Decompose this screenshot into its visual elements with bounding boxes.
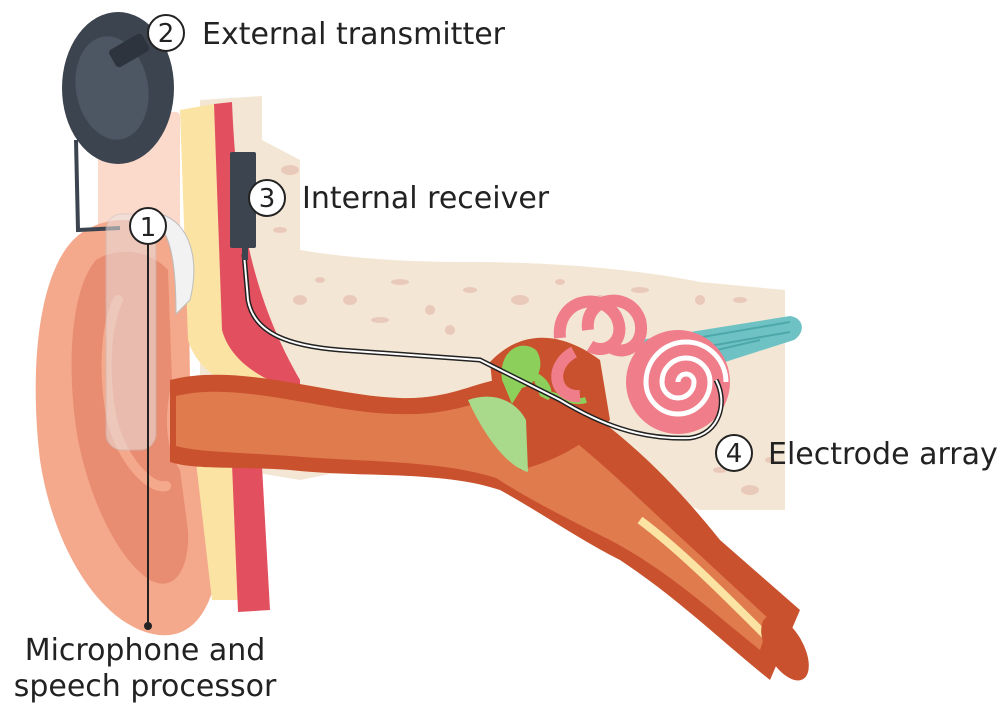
callout-number-3: 3	[259, 184, 276, 214]
bone-pore	[511, 295, 529, 305]
bone-pore	[273, 227, 287, 233]
bone-pore	[463, 287, 477, 293]
bone-pore	[733, 297, 747, 303]
label-internal-receiver: Internal receiver	[302, 181, 550, 216]
bone-pore	[631, 287, 649, 293]
leader-dot-1	[144, 622, 152, 630]
label-electrode-array: Electrode array	[768, 437, 998, 472]
callout-2: 2	[148, 15, 184, 51]
bone-pore	[555, 279, 565, 285]
label-external-transmitter: External transmitter	[202, 17, 506, 52]
bone-pore	[281, 165, 299, 175]
callout-1: 1	[130, 208, 166, 244]
internal-receiver-stem	[242, 246, 248, 260]
label-microphone-line1: Microphone and	[25, 633, 266, 668]
callout-number-4: 4	[726, 439, 743, 469]
callout-3: 3	[249, 180, 285, 216]
bone-pore	[293, 295, 307, 305]
bone-pore	[371, 317, 389, 323]
label-microphone-line2: speech processor	[14, 669, 277, 704]
callout-number-1: 1	[140, 213, 157, 243]
bone-pore	[425, 305, 435, 315]
callout-4: 4	[716, 435, 752, 471]
bone-pore	[343, 295, 357, 305]
bone-pore	[315, 277, 325, 283]
bone-pore	[741, 485, 759, 495]
bone-pore	[695, 295, 705, 305]
bone-pore	[391, 279, 409, 285]
bone-pore	[445, 325, 455, 335]
callout-number-2: 2	[158, 19, 175, 49]
